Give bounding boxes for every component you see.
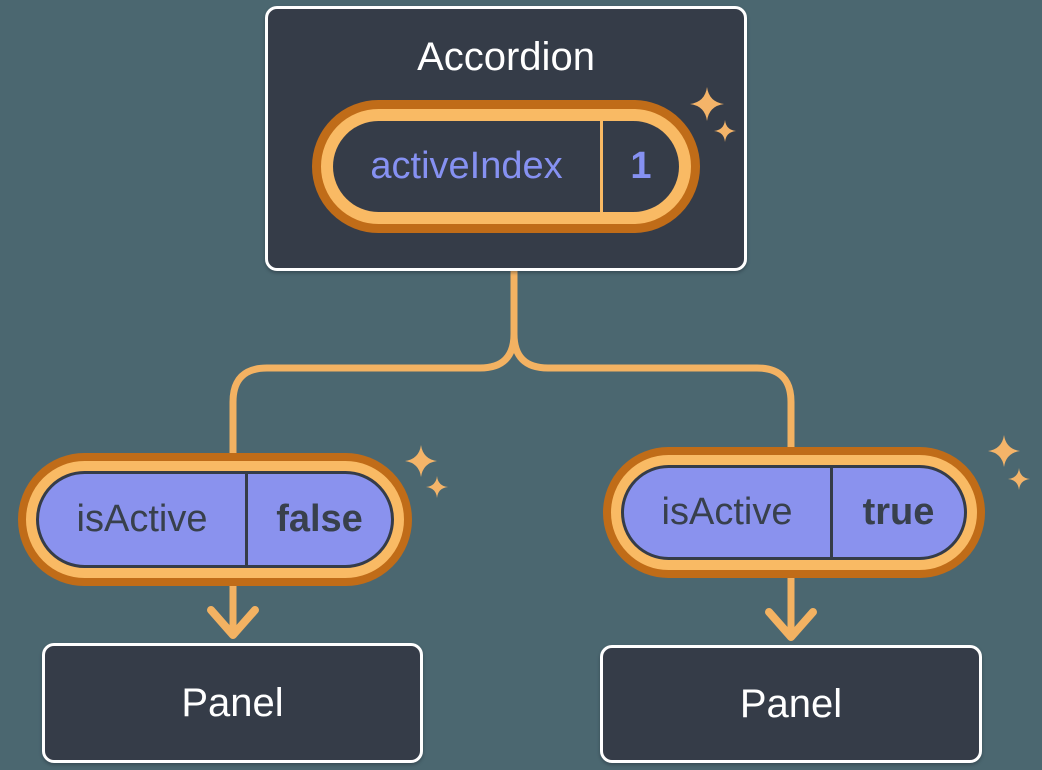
- state-pill-value: 1: [630, 145, 652, 187]
- prop-pill-value: true: [862, 491, 935, 533]
- prop-pill-body: isActive true: [621, 465, 967, 560]
- sparkle-icon: [405, 445, 448, 498]
- panel-node-left: Panel: [42, 643, 423, 763]
- prop-pill-right: isActive true: [603, 447, 985, 578]
- prop-pill-left: isActive false: [18, 453, 412, 586]
- arrow-down-icon: [207, 606, 259, 639]
- accordion-title: Accordion: [417, 35, 595, 79]
- panel-node-right: Panel: [600, 645, 982, 763]
- prop-pill-label: isActive: [661, 491, 793, 533]
- state-pill-body: activeIndex 1: [333, 121, 679, 212]
- pill-divider: [830, 468, 833, 557]
- panel-title: Panel: [181, 680, 284, 725]
- panel-title: Panel: [739, 681, 843, 726]
- prop-pill-body: isActive false: [36, 471, 394, 568]
- pill-divider: [245, 474, 248, 565]
- sparkle-icon: [988, 435, 1030, 490]
- state-pill-label: activeIndex: [370, 145, 563, 187]
- arrow-down-icon: [765, 608, 817, 641]
- pill-divider: [600, 121, 603, 212]
- state-pill-active-index: activeIndex 1: [312, 100, 700, 233]
- prop-pill-value: false: [276, 498, 363, 540]
- prop-pill-label: isActive: [76, 498, 208, 540]
